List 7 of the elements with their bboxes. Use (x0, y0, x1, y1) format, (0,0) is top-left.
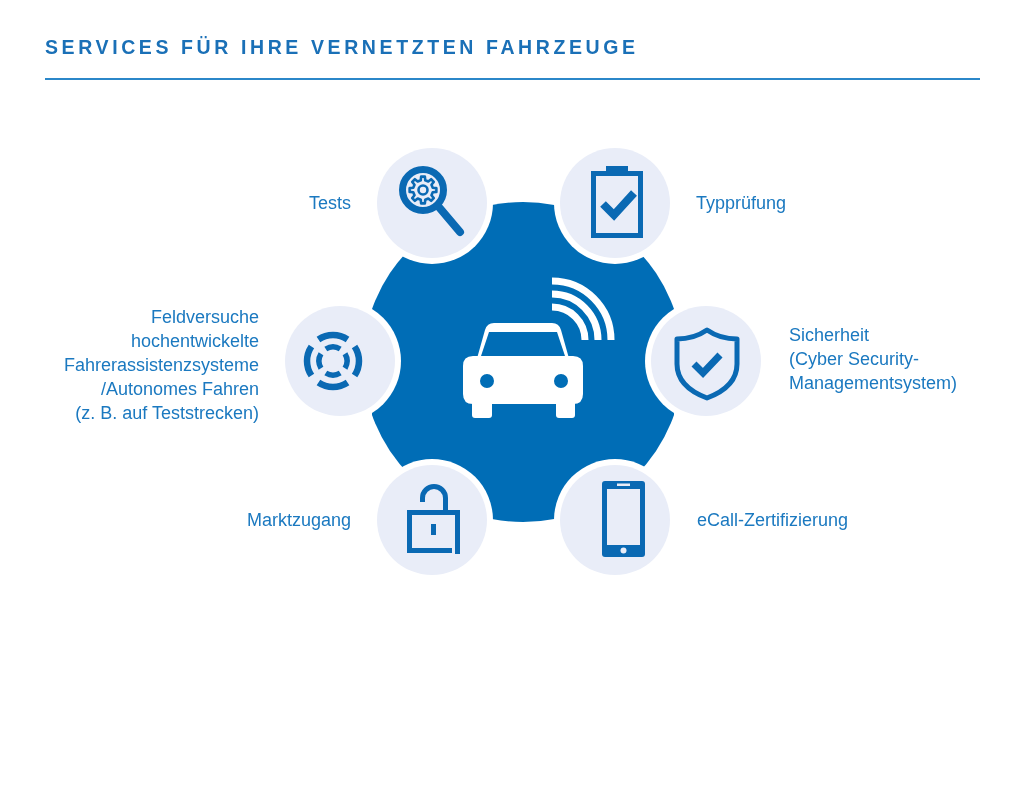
title: SERVICES FÜR IHRE VERNETZTEN FAHRZEUGE (45, 36, 639, 58)
service-label: Feldversuche hochentwickelte Fahrerassistenzsysteme /Autonomes Fahren (z. B. auf Teststrecken) (63, 306, 259, 425)
service-label: Typprüfung (696, 192, 787, 215)
service-label: Tests (309, 192, 351, 215)
service-label: Sicherheit (Cyber Security-Managementsystem) (789, 324, 959, 395)
service-label: eCall-Zertifizierung (697, 509, 849, 532)
service-label: Marktzugang (246, 509, 351, 532)
